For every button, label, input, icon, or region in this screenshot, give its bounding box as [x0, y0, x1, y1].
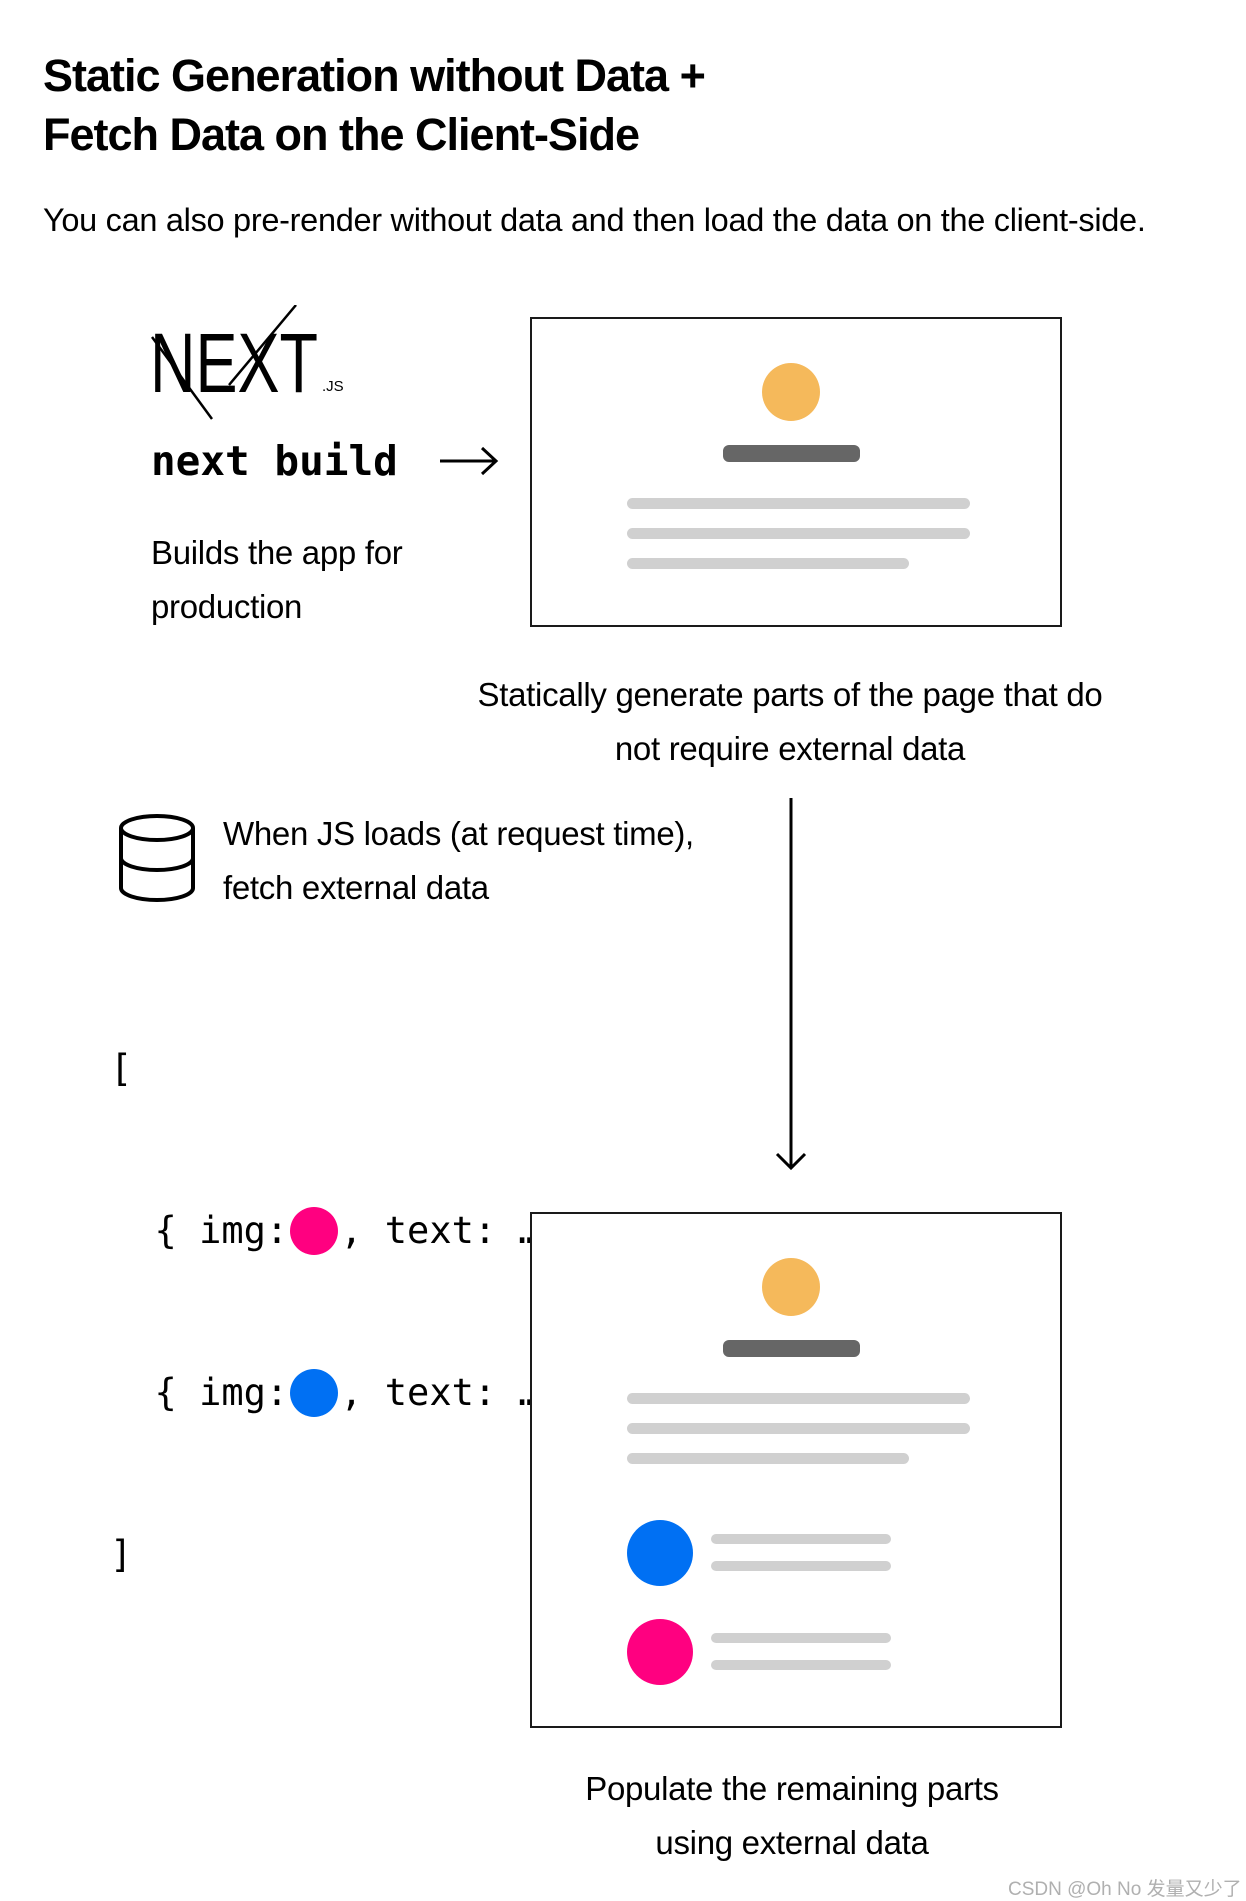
name-bar-placeholder — [723, 445, 860, 462]
build-description: Builds the app for production — [151, 526, 481, 634]
pink-image-dot — [627, 1619, 693, 1685]
text-line-placeholder — [627, 498, 970, 509]
down-arrow-icon — [770, 798, 812, 1174]
page-title: Static Generation without Data + Fetch D… — [43, 46, 1193, 164]
text-line-placeholder — [627, 1453, 909, 1464]
title-line-1: Static Generation without Data + — [43, 50, 706, 101]
code-row-suffix: , text: … }, — [340, 1209, 608, 1252]
build-command: next build — [151, 437, 398, 485]
static-caption-line-1: Statically generate parts of the page th… — [477, 676, 1103, 713]
text-line-placeholder — [627, 528, 970, 539]
right-arrow-icon — [438, 444, 500, 478]
static-caption-line-2: not require external data — [614, 730, 966, 767]
name-bar-placeholder — [723, 1340, 860, 1357]
pink-image-dot — [290, 1207, 339, 1255]
item-text-line — [711, 1534, 891, 1544]
static-caption: Statically generate parts of the page th… — [440, 668, 1140, 776]
item-text-line — [711, 1660, 891, 1670]
static-page-mockup — [530, 317, 1062, 627]
build-desc-line-1: Builds the app for — [151, 534, 403, 571]
avatar-placeholder — [762, 1258, 820, 1316]
code-close-bracket: ] — [110, 1533, 133, 1576]
fetch-description: When JS loads (at request time), fetch e… — [223, 807, 743, 915]
code-open-bracket: [ — [110, 1047, 133, 1090]
text-line-placeholder — [627, 1423, 970, 1434]
populate-caption-line-1: Populate the remaining parts — [585, 1770, 999, 1807]
logo-suffix: .JS — [322, 378, 344, 395]
watermark: CSDN @Oh No 发量又少了 — [1008, 1879, 1242, 1900]
item-text-line — [711, 1561, 891, 1571]
fetch-desc-line-1: When JS loads (at request time), — [223, 815, 694, 852]
text-line-placeholder — [627, 1393, 970, 1404]
code-row-prefix: { img: — [110, 1209, 289, 1252]
title-line-2: Fetch Data on the Client-Side — [43, 109, 640, 160]
populate-caption: Populate the remaining parts using exter… — [540, 1762, 1044, 1870]
text-line-placeholder — [627, 558, 909, 569]
populated-page-mockup — [530, 1212, 1062, 1728]
build-desc-line-2: production — [151, 588, 303, 625]
avatar-placeholder — [762, 363, 820, 421]
nextjs-logo: NEXT .JS — [150, 305, 350, 420]
logo-wordmark: NEXT — [150, 316, 318, 410]
item-text-line — [711, 1633, 891, 1643]
blue-image-dot — [627, 1520, 693, 1586]
blue-image-dot — [290, 1369, 339, 1417]
fetch-desc-line-2: fetch external data — [223, 869, 489, 906]
populate-caption-line-2: using external data — [655, 1824, 929, 1861]
intro-text: You can also pre-render without data and… — [43, 202, 1146, 238]
code-row: { img: , text: … }, — [110, 1204, 608, 1258]
code-row-prefix: { img: — [110, 1371, 289, 1414]
database-icon — [116, 812, 198, 904]
